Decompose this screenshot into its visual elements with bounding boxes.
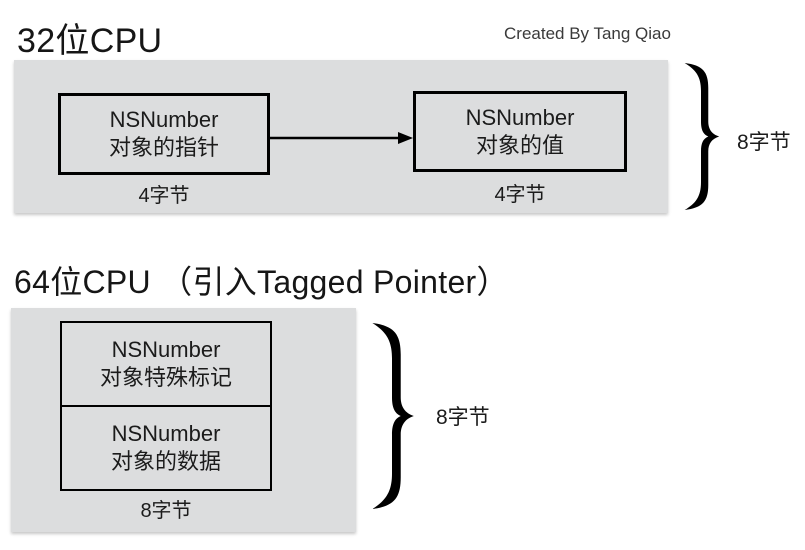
tag-cell-line1: NSNumber <box>111 337 221 362</box>
right-brace-icon <box>368 323 416 509</box>
right-brace-icon <box>681 63 721 210</box>
section-32bit-title: 32位CPU <box>17 22 163 60</box>
arrow-right-icon <box>270 132 413 144</box>
value-size-label: 4字节 <box>494 184 546 206</box>
pointer-size-label: 4字节 <box>138 185 190 207</box>
pointer-box-line1: NSNumber <box>109 107 219 132</box>
total-size-label-32bit: 8字节 <box>737 131 791 154</box>
value-box-line1: NSNumber <box>465 104 575 130</box>
data-cell: NSNumber 对象的数据 <box>62 405 270 489</box>
panel-32bit: NSNumber 对象的指针 NSNumber 对象的值 4字节 4字节 <box>14 60 668 213</box>
pointer-box-line2: 对象的指针 <box>108 135 219 160</box>
value-box-line2: 对象的值 <box>475 132 564 158</box>
tag-cell-line2: 对象特殊标记 <box>99 365 232 390</box>
section-64bit-title: 64位CPU （引入Tagged Pointer） <box>14 264 509 300</box>
pointer-box: NSNumber 对象的指针 <box>58 93 270 175</box>
total-size-label-64bit: 8字节 <box>436 406 490 429</box>
data-cell-line1: NSNumber <box>111 421 221 446</box>
credit-text: Created By Tang Qiao <box>504 24 671 43</box>
stack-size-label: 8字节 <box>140 500 192 522</box>
panel-64bit: NSNumber 对象特殊标记 NSNumber 对象的数据 8字节 <box>11 308 356 532</box>
data-cell-line2: 对象的数据 <box>110 449 221 474</box>
tag-cell: NSNumber 对象特殊标记 <box>62 323 270 405</box>
value-box: NSNumber 对象的值 <box>413 91 627 172</box>
tagged-pointer-box: NSNumber 对象特殊标记 NSNumber 对象的数据 <box>60 321 272 491</box>
